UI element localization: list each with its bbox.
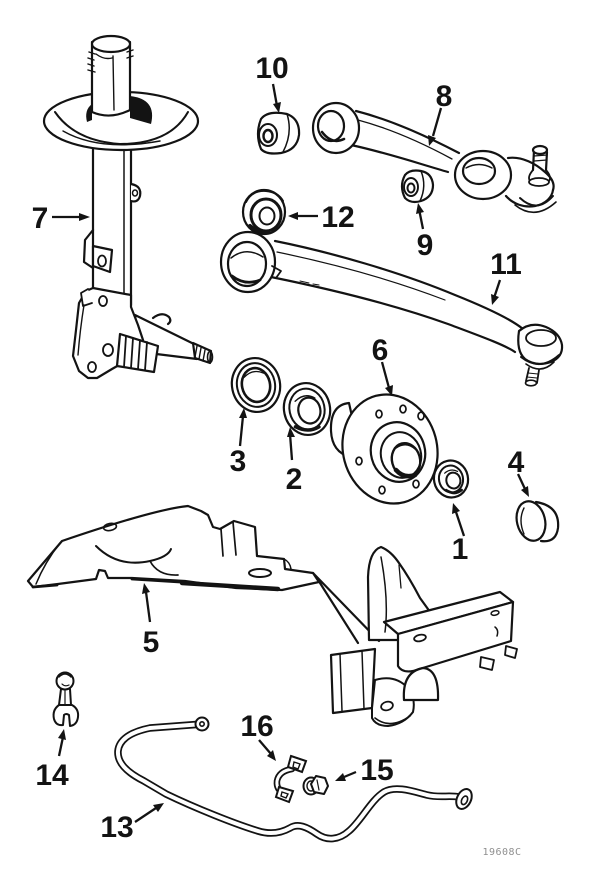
stabilizer-bracket-part-16 [273,754,308,804]
callout-2: 2 [286,427,303,496]
callout-15-num: 15 [360,754,393,787]
callout-10: 10 [255,52,289,113]
callout-3: 3 [230,408,247,478]
callout-2-num: 2 [286,463,303,496]
bushing-part-12 [241,188,287,236]
callout-9: 9 [416,203,433,262]
sway-bar-link-part-14 [52,671,80,727]
callout-16: 16 [240,710,276,761]
callout-7: 7 [32,202,90,235]
callout-12-num: 12 [321,201,354,234]
bushing-part-9 [400,169,435,204]
bracket-bolt-part-15 [302,775,329,796]
callout-13: 13 [100,803,164,844]
callout-11: 11 [490,248,522,305]
hub-part-6 [329,393,439,505]
callout-11-num: 11 [490,248,522,281]
callout-10-num: 10 [255,52,288,85]
crossmember-right-section [311,545,518,727]
stabilizer-bar-part-13 [114,716,473,843]
callout-14: 14 [35,729,69,792]
seal-part-3 [230,357,282,413]
callout-6: 6 [372,334,393,396]
crossmember-part-5 [26,504,321,592]
callout-8-num: 8 [436,80,453,113]
callout-6-num: 6 [372,334,389,367]
strut-assembly-part [42,34,214,380]
callout-16-num: 16 [240,710,273,743]
tension-strut-part-11 [219,230,564,387]
callout-5: 5 [142,583,159,659]
callout-7-num: 7 [32,202,49,235]
callout-3-num: 3 [230,445,247,478]
callouts-layer: 1 2 3 4 5 6 7 8 [32,52,529,844]
bearing-part-1 [432,459,470,499]
callout-14-num: 14 [35,759,69,792]
callout-1-num: 1 [452,533,469,566]
figure-code: 19608C [482,847,521,858]
callout-13-num: 13 [100,811,133,844]
control-arm-part-8 [311,101,557,214]
callout-4-num: 4 [508,446,525,479]
callout-8: 8 [428,80,452,146]
callout-5-num: 5 [143,626,160,659]
bearing-part-2 [282,382,332,436]
callout-4: 4 [508,446,529,497]
dust-cap-part-4 [515,500,560,543]
bushing-part-10 [256,111,301,155]
callout-1: 1 [452,503,469,566]
callout-9-num: 9 [417,229,434,262]
callout-12: 12 [288,201,355,234]
callout-15: 15 [335,754,394,787]
